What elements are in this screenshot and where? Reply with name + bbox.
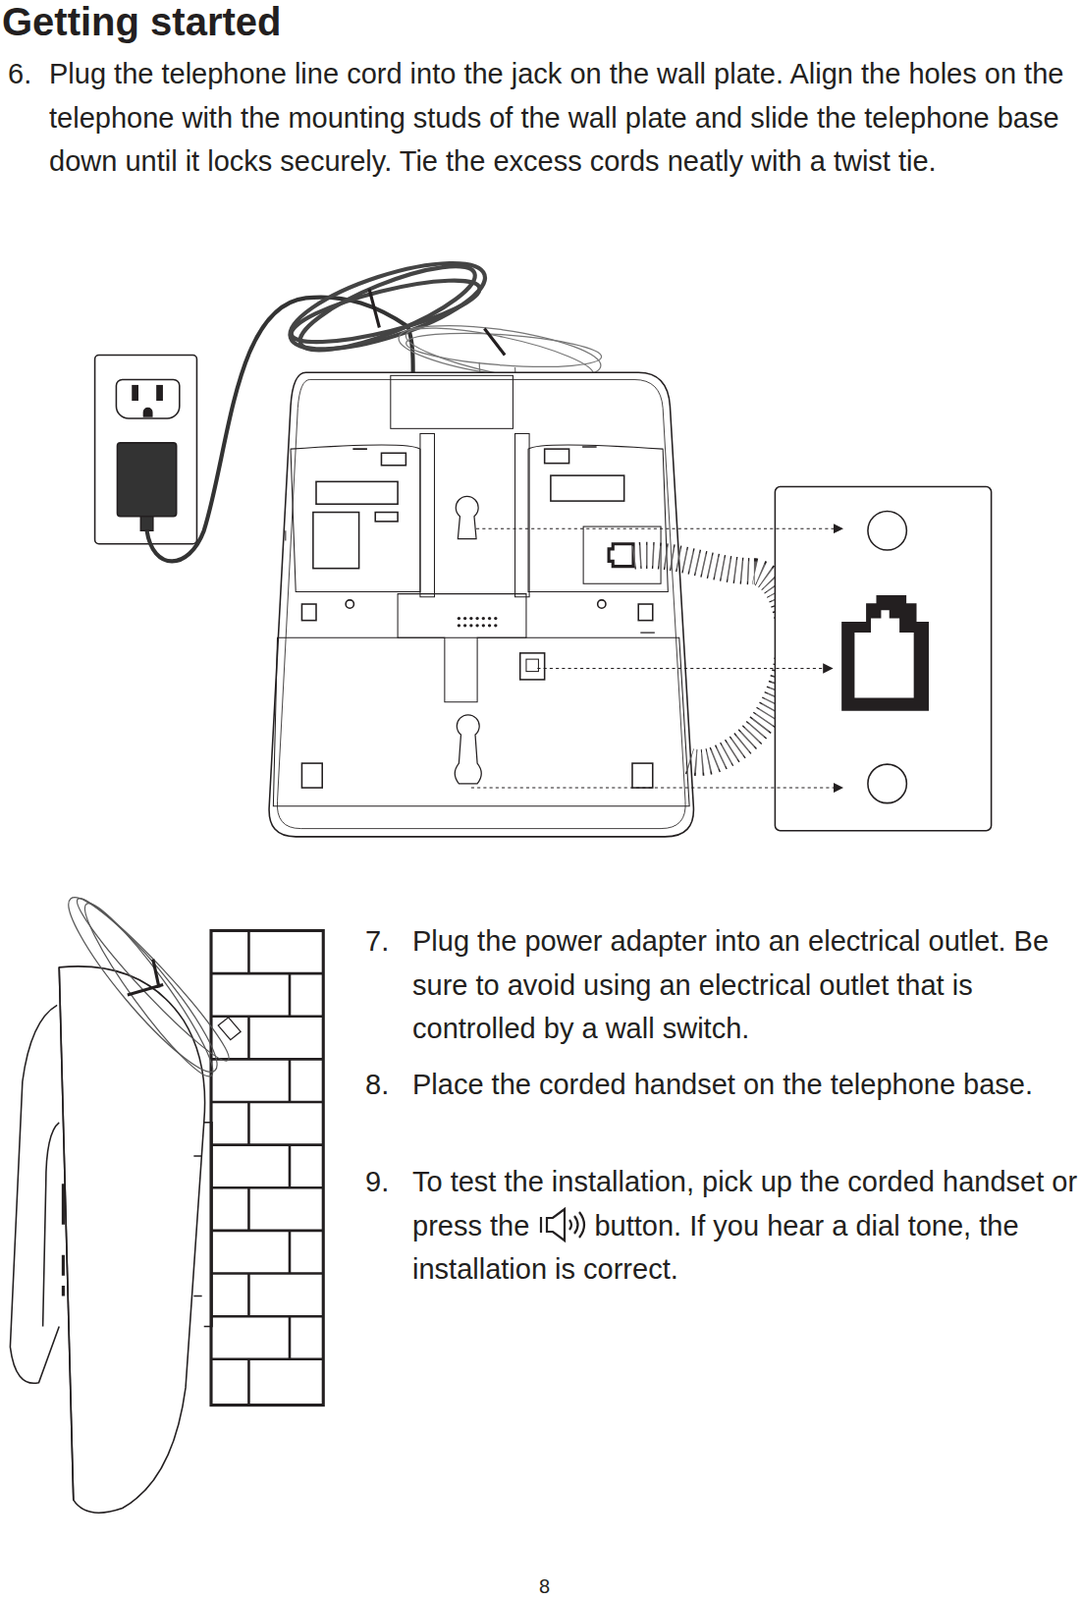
step-number: 6. [7, 52, 32, 97]
page-title: Getting started [1, 0, 281, 46]
step-number: 9. [365, 1159, 389, 1204]
step-text-block: To test the installation, pick up the co… [412, 1159, 1079, 1292]
step-text: Plug the telephone line cord into the ja… [49, 52, 1079, 184]
step-number: 8. [365, 1062, 389, 1107]
step-text: Plug the power adapter into an electrica… [412, 918, 1076, 1051]
page-number: 8 [539, 1573, 550, 1598]
speaker-icon [537, 1205, 587, 1244]
step-text: Place the corded handset on the telephon… [412, 1062, 1076, 1107]
step-number: 7. [365, 918, 389, 964]
